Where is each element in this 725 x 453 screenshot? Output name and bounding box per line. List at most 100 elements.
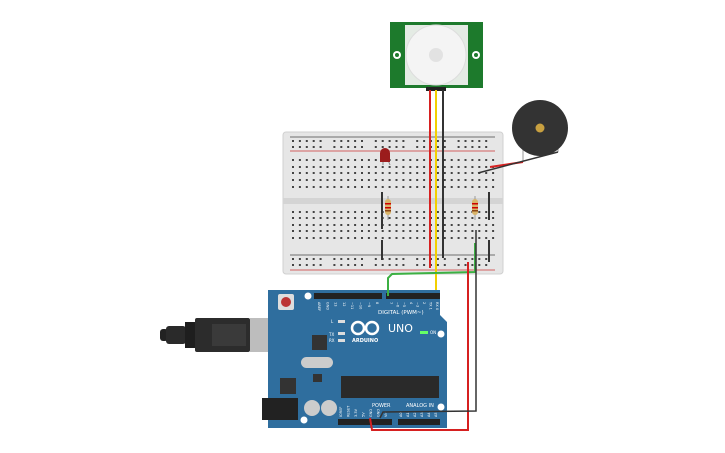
breadboard-hole[interactable] xyxy=(402,230,405,232)
breadboard-hole[interactable] xyxy=(457,159,460,161)
breadboard-hole[interactable] xyxy=(478,179,481,181)
breadboard-hole[interactable] xyxy=(416,146,419,148)
breadboard-hole[interactable] xyxy=(409,172,412,174)
breadboard-hole[interactable] xyxy=(450,230,453,232)
breadboard-hole[interactable] xyxy=(333,159,336,161)
wire-black[interactable] xyxy=(477,151,559,174)
breadboard-hole[interactable] xyxy=(457,237,460,239)
breadboard-hole[interactable] xyxy=(367,211,370,213)
breadboard-hole[interactable] xyxy=(485,217,488,219)
breadboard-hole[interactable] xyxy=(347,211,350,213)
breadboard-hole[interactable] xyxy=(298,224,301,226)
breadboard-hole[interactable] xyxy=(485,172,488,174)
breadboard-hole[interactable] xyxy=(492,230,495,232)
breadboard-hole[interactable] xyxy=(292,159,294,161)
breadboard-hole[interactable] xyxy=(361,146,363,148)
piezo-buzzer[interactable] xyxy=(512,100,568,162)
breadboard-hole[interactable] xyxy=(395,179,398,181)
breadboard-hole[interactable] xyxy=(312,166,315,168)
breadboard-hole[interactable] xyxy=(409,179,412,181)
breadboard-hole[interactable] xyxy=(464,146,467,148)
breadboard-hole[interactable] xyxy=(305,264,308,266)
breadboard-hole[interactable] xyxy=(450,217,453,219)
breadboard-hole[interactable] xyxy=(367,172,370,174)
breadboard-hole[interactable] xyxy=(471,166,474,168)
breadboard-hole[interactable] xyxy=(492,217,495,219)
breadboard-hole[interactable] xyxy=(381,172,384,174)
breadboard-hole[interactable] xyxy=(312,140,315,142)
breadboard-hole[interactable] xyxy=(395,140,398,142)
breadboard-hole[interactable] xyxy=(292,237,294,239)
breadboard-hole[interactable] xyxy=(305,237,308,239)
breadboard-hole[interactable] xyxy=(388,217,391,219)
breadboard-hole[interactable] xyxy=(374,179,377,181)
breadboard-hole[interactable] xyxy=(374,140,377,142)
breadboard-hole[interactable] xyxy=(395,237,398,239)
breadboard-hole[interactable] xyxy=(354,211,357,213)
breadboard-hole[interactable] xyxy=(436,237,439,239)
breadboard-hole[interactable] xyxy=(436,146,439,148)
breadboard-hole[interactable] xyxy=(374,230,377,232)
breadboard-hole[interactable] xyxy=(388,186,391,188)
breadboard-hole[interactable] xyxy=(298,264,301,266)
breadboard-hole[interactable] xyxy=(361,159,363,161)
breadboard-hole[interactable] xyxy=(485,224,488,226)
breadboard-hole[interactable] xyxy=(416,159,419,161)
breadboard-hole[interactable] xyxy=(395,217,398,219)
breadboard-hole[interactable] xyxy=(478,217,481,219)
breadboard-hole[interactable] xyxy=(388,146,391,148)
breadboard-hole[interactable] xyxy=(333,264,336,266)
breadboard-hole[interactable] xyxy=(347,172,350,174)
breadboard-hole[interactable] xyxy=(305,179,308,181)
breadboard-hole[interactable] xyxy=(354,186,357,188)
breadboard-hole[interactable] xyxy=(416,140,419,142)
breadboard-hole[interactable] xyxy=(485,140,488,142)
breadboard-hole[interactable] xyxy=(395,264,398,266)
breadboard-hole[interactable] xyxy=(292,211,294,213)
breadboard-hole[interactable] xyxy=(374,186,377,188)
breadboard-hole[interactable] xyxy=(361,179,363,181)
breadboard-hole[interactable] xyxy=(464,224,467,226)
breadboard-hole[interactable] xyxy=(423,211,426,213)
breadboard-hole[interactable] xyxy=(443,230,446,232)
breadboard-hole[interactable] xyxy=(402,217,405,219)
breadboard-hole[interactable] xyxy=(416,166,419,168)
breadboard-hole[interactable] xyxy=(471,224,474,226)
breadboard-hole[interactable] xyxy=(471,258,474,260)
breadboard-hole[interactable] xyxy=(395,211,398,213)
breadboard-hole[interactable] xyxy=(292,166,294,168)
breadboard-hole[interactable] xyxy=(423,258,426,260)
breadboard-hole[interactable] xyxy=(333,172,336,174)
breadboard-hole[interactable] xyxy=(367,179,370,181)
breadboard-hole[interactable] xyxy=(443,237,446,239)
breadboard-hole[interactable] xyxy=(298,146,301,148)
breadboard-hole[interactable] xyxy=(423,237,426,239)
breadboard-hole[interactable] xyxy=(298,258,301,260)
breadboard-hole[interactable] xyxy=(436,140,439,142)
breadboard-hole[interactable] xyxy=(485,211,488,213)
breadboard-hole[interactable] xyxy=(298,230,301,232)
breadboard-hole[interactable] xyxy=(423,146,426,148)
breadboard-hole[interactable] xyxy=(388,172,391,174)
breadboard-hole[interactable] xyxy=(367,230,370,232)
breadboard-hole[interactable] xyxy=(457,211,460,213)
breadboard-hole[interactable] xyxy=(416,230,419,232)
breadboard-hole[interactable] xyxy=(333,146,336,148)
breadboard-hole[interactable] xyxy=(319,179,322,181)
breadboard-hole[interactable] xyxy=(436,159,439,161)
breadboard-hole[interactable] xyxy=(416,217,419,219)
breadboard-hole[interactable] xyxy=(478,237,481,239)
breadboard-hole[interactable] xyxy=(326,217,329,219)
breadboard-hole[interactable] xyxy=(305,172,308,174)
breadboard-hole[interactable] xyxy=(436,224,439,226)
breadboard-hole[interactable] xyxy=(402,140,405,142)
breadboard-hole[interactable] xyxy=(305,230,308,232)
breadboard-hole[interactable] xyxy=(361,186,363,188)
breadboard-hole[interactable] xyxy=(464,159,467,161)
breadboard-hole[interactable] xyxy=(367,159,370,161)
breadboard-hole[interactable] xyxy=(492,237,495,239)
breadboard-hole[interactable] xyxy=(298,166,301,168)
breadboard-hole[interactable] xyxy=(312,179,315,181)
breadboard-hole[interactable] xyxy=(423,159,426,161)
breadboard-hole[interactable] xyxy=(443,140,446,142)
